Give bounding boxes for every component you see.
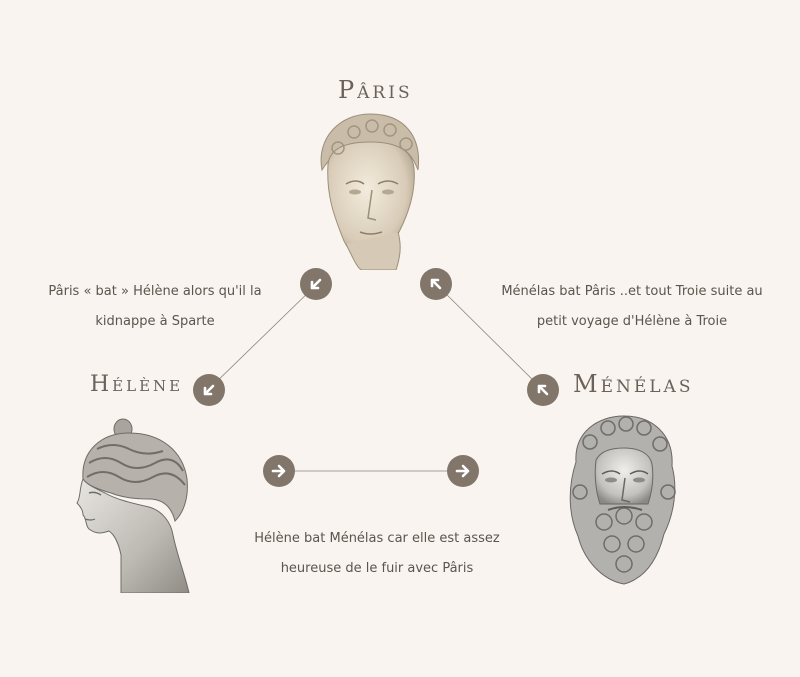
caption-paris-beats-helene: Pâris « bat » Hélène alors qu'il la kidn… <box>20 277 290 337</box>
arrow-up-left-icon <box>537 384 549 396</box>
caption-line: petit voyage d'Hélène à Troie <box>536 314 728 329</box>
caption-line: heureuse de le fuir avec Pâris <box>280 561 474 576</box>
arrow-into-helene[interactable] <box>193 374 225 406</box>
caption-line: Hélène bat Ménélas car elle est assez <box>254 531 500 546</box>
caption-line: Ménélas bat Pâris ..et tout Troie suite … <box>501 284 763 299</box>
arrow-right-icon <box>271 464 286 478</box>
arrow-up-left-icon <box>430 278 442 290</box>
arrow-right-icon <box>455 464 470 478</box>
caption-menelas-beats-paris: Ménélas bat Pâris ..et tout Troie suite … <box>492 277 772 337</box>
name-helene: Hélène <box>90 372 184 397</box>
name-menelas: Ménélas <box>573 370 694 398</box>
line-paris-menelas <box>436 284 544 391</box>
arrow-down-left-icon <box>310 278 322 290</box>
caption-helene-beats-menelas: Hélène bat Ménélas car elle est assez he… <box>242 524 512 584</box>
arrow-menelas-to-paris-top[interactable] <box>420 268 452 300</box>
bust-menelas-icon <box>569 415 676 585</box>
arrow-helene-to-menelas-start[interactable] <box>263 455 295 487</box>
caption-line: Pâris « bat » Hélène alors qu'il la <box>48 284 262 299</box>
arrow-down-left-icon <box>203 384 215 396</box>
arrow-helene-to-menelas-end[interactable] <box>447 455 479 487</box>
name-paris: Pâris <box>338 76 413 104</box>
bust-paris-icon <box>320 113 420 270</box>
arrow-menelas-to-paris[interactable] <box>527 374 559 406</box>
line-paris-helene <box>207 284 317 391</box>
caption-line: kidnappe à Sparte <box>95 314 215 329</box>
arrow-paris-to-helene[interactable] <box>300 268 332 300</box>
bust-helene-icon <box>76 418 190 593</box>
